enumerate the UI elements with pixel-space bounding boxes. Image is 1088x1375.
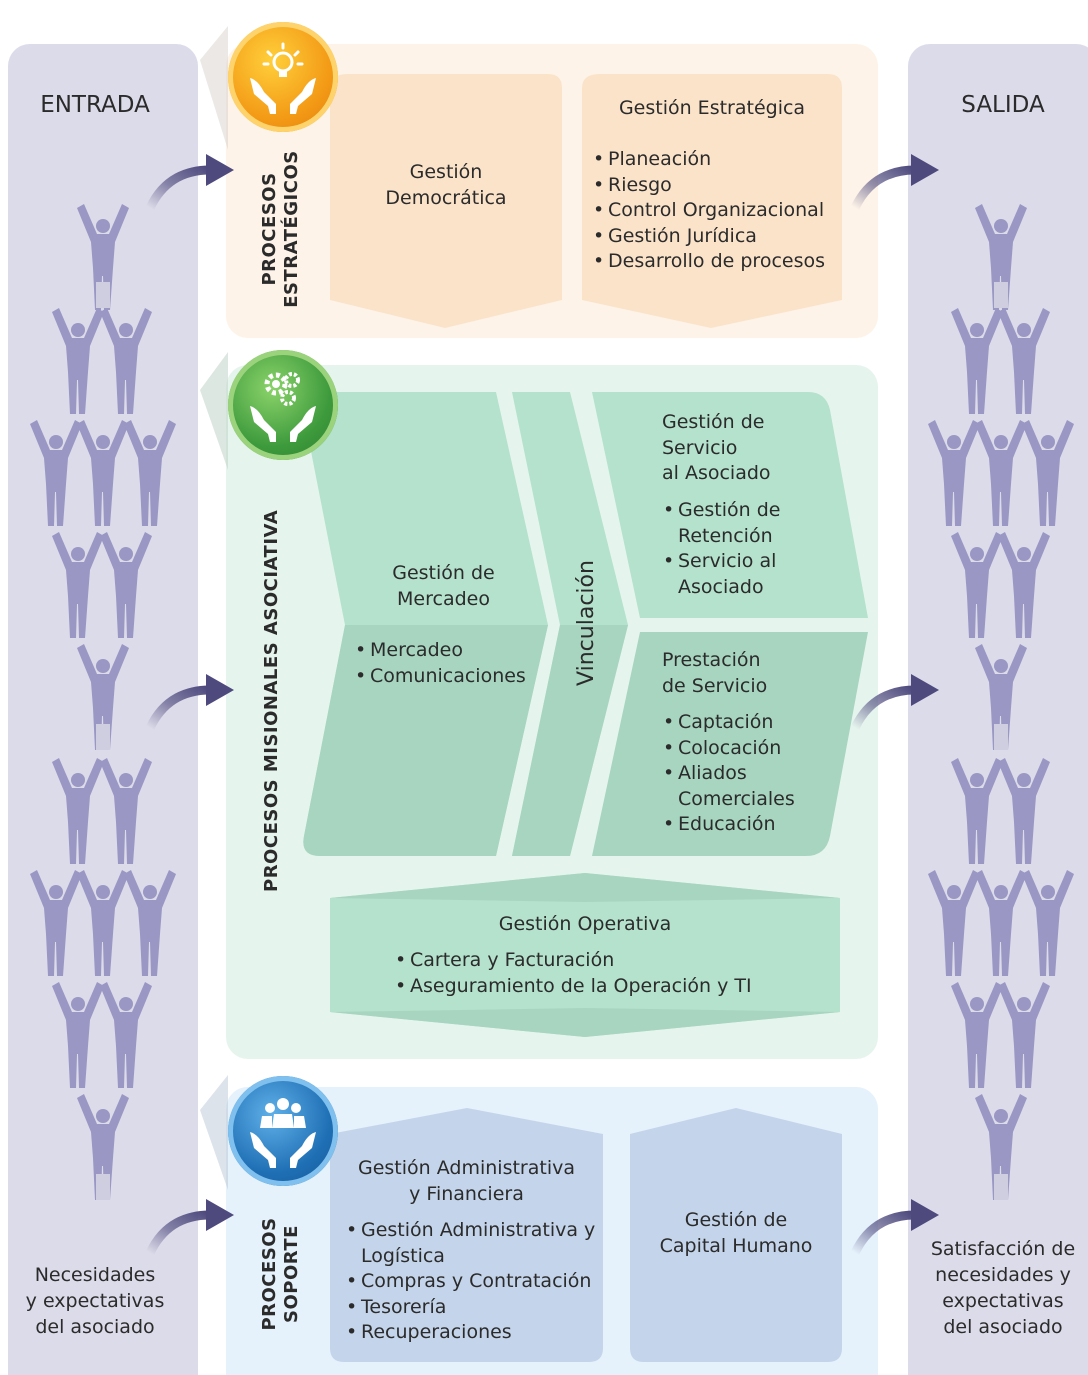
box-capital-humano [630,1108,842,1362]
entrada-caption-line: Necesidades [34,1264,156,1286]
list-item: Mercadeo [354,638,544,664]
servicio-asociado-list: Gestión de Retención Servicio al Asociad… [662,498,842,600]
capital-humano-title: Gestión de Capital Humano [659,1209,813,1257]
salida-caption: Satisfacción de necesidades y expectativ… [908,1236,1088,1340]
servicio-asociado-title: Gestión de Servicio al Asociado [662,411,771,484]
gestion-operativa-title: Gestión Operativa [498,913,672,935]
label-line: ESTRATÉGICOS [281,150,302,308]
lightbulb-hands-icon [228,22,338,132]
list-item: Desarrollo de procesos [592,249,842,275]
person-group-5 [77,644,129,750]
label-line: PROCESOS [259,1217,280,1331]
gestion-administrativa-list: Gestión Administrativa y Logística Compr… [345,1218,603,1346]
list-item: Tesorería [345,1295,603,1321]
gestion-mercadeo-title: Gestión de Mercadeo [392,562,495,610]
list-item: Servicio al Asociado [662,549,842,600]
salida-title: SALIDA [961,92,1045,118]
list-item: Control Organizacional [592,198,842,224]
label-procesos-misionales: PROCESOS MISIONALES ASOCIATIVA [261,509,282,892]
list-item: Compras y Contratación [345,1269,603,1295]
label-line: PROCESOS [259,172,280,286]
prestacion-servicio-title: Prestación de Servicio [662,649,768,697]
list-item: Comunicaciones [354,664,544,690]
gestion-estrategica-list: Planeación Riesgo Control Organizacional… [592,147,842,275]
gestion-estrategica-title: Gestión Estratégica [618,97,806,119]
label-procesos-soporte: PROCESOS SOPORTE [259,1214,307,1334]
person-group-9 [77,1094,129,1200]
list-item: Captación [662,710,842,736]
list-item: Educación [662,812,842,838]
list-item: Colocación [662,736,842,762]
list-item: Gestión Administrativa y Logística [345,1218,603,1269]
people-figures-left [30,204,176,1200]
person-group-1 [77,204,129,310]
gestion-democratica-title: Gestión Democrática [385,161,507,209]
prestacion-servicio-list: Captación Colocación Aliados Comerciales… [662,710,842,838]
label-line: SOPORTE [281,1225,302,1323]
gestion-administrativa-title: Gestión Administrativa y Financiera [358,1157,575,1205]
list-item: Aseguramiento de la Operación y TI [394,974,834,1000]
salida-caption-line: expectativas [942,1290,1064,1312]
people-hands-icon [228,1076,338,1186]
gears-hands-icon [228,350,338,460]
gestion-operativa-list: Cartera y Facturación Aseguramiento de l… [394,948,834,999]
list-item: Aliados Comerciales [662,761,842,812]
list-item: Gestión de Retención [662,498,842,549]
list-item: Gestión Jurídica [592,224,842,250]
list-item: Cartera y Facturación [394,948,834,974]
entrada-caption: Necesidades y expectativas del asociado [0,1262,190,1340]
list-item: Planeación [592,147,842,173]
people-figures-right [928,204,1074,1200]
entrada-caption-line: del asociado [35,1316,155,1338]
salida-caption-line: necesidades y [935,1264,1071,1286]
salida-caption-line: Satisfacción de [930,1238,1076,1260]
gestion-mercadeo-list: Mercadeo Comunicaciones [354,638,544,689]
salida-caption-line: del asociado [943,1316,1063,1338]
list-item: Riesgo [592,173,842,199]
box-gestion-democratica [330,74,562,328]
vinculacion-title: Vinculación [574,560,599,686]
entrada-title: ENTRADA [40,92,150,118]
list-item: Recuperaciones [345,1320,603,1346]
label-procesos-estrategicos: PROCESOS ESTRATÉGICOS [259,149,307,309]
entrada-caption-line: y expectativas [25,1290,165,1312]
